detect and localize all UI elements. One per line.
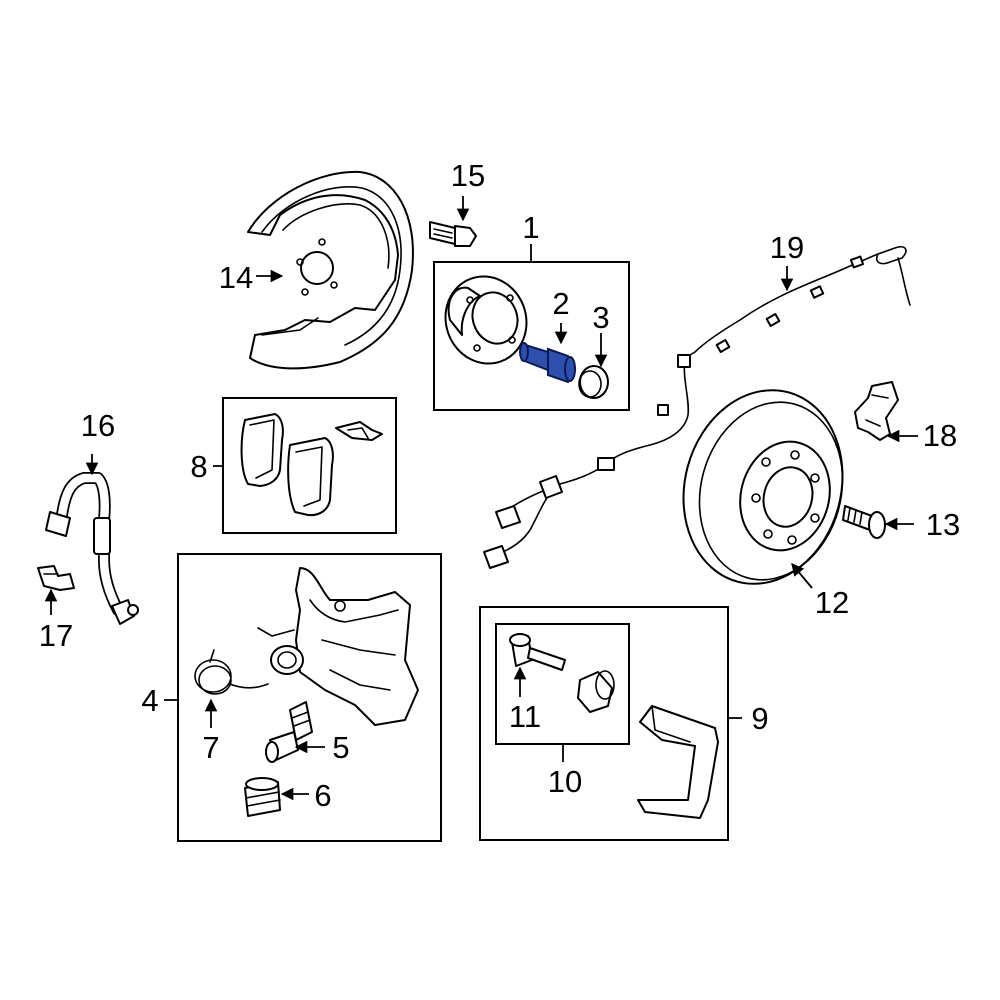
callout-11: 11 (509, 699, 541, 734)
callout-17: 17 (39, 618, 73, 653)
leader-lines (44, 196, 918, 801)
guide-boot-part-6[interactable] (244, 777, 281, 817)
callout-4: 4 (141, 683, 158, 718)
wheel-hub-part-1[interactable] (433, 265, 538, 375)
guide-pin-part-5[interactable] (265, 701, 313, 763)
callout-8: 8 (190, 449, 207, 484)
guide-pin-part-11[interactable] (509, 633, 566, 671)
bolt-part-15[interactable] (429, 221, 477, 247)
callout-15: 15 (451, 158, 485, 193)
callout-numbers: 1 2 3 4 5 6 7 8 9 10 11 12 13 14 15 16 1… (39, 158, 960, 813)
hose-clip-part-17[interactable] (37, 565, 75, 591)
callout-14: 14 (219, 260, 253, 295)
callout-1: 1 (522, 210, 539, 245)
brake-pads-part-8[interactable] (240, 413, 383, 517)
callout-13: 13 (926, 507, 960, 542)
caliper-bracket-part-9[interactable] (637, 705, 719, 819)
callout-10: 10 (548, 764, 582, 799)
brake-caliper-part-4[interactable] (257, 567, 419, 726)
callout-3: 3 (592, 300, 609, 335)
callout-16: 16 (81, 408, 115, 443)
callout-12: 12 (815, 585, 849, 620)
group-box-9 (479, 606, 729, 841)
hub-bolt-part-2-highlighted[interactable] (519, 342, 576, 384)
callout-9: 9 (751, 701, 768, 736)
caliper-spring-part-7[interactable] (194, 649, 269, 695)
brake-rotor-part-12[interactable] (662, 372, 863, 602)
sensor-wiring-part-19[interactable] (483, 245, 911, 569)
callout-6: 6 (314, 778, 331, 813)
guide-bushing-part-10[interactable] (577, 670, 615, 713)
speed-sensor-part-18[interactable] (854, 381, 899, 441)
dust-cap-part-3[interactable] (578, 365, 609, 399)
group-box-4 (177, 553, 442, 842)
rotor-screw-part-13[interactable] (842, 505, 886, 539)
callout-19: 19 (770, 230, 804, 265)
dust-shield-part-14[interactable] (247, 170, 414, 370)
callout-18: 18 (923, 418, 957, 453)
callout-2: 2 (552, 286, 569, 321)
callout-5: 5 (332, 730, 349, 765)
callout-7: 7 (202, 730, 219, 765)
brake-hose-part-16[interactable] (45, 472, 139, 625)
